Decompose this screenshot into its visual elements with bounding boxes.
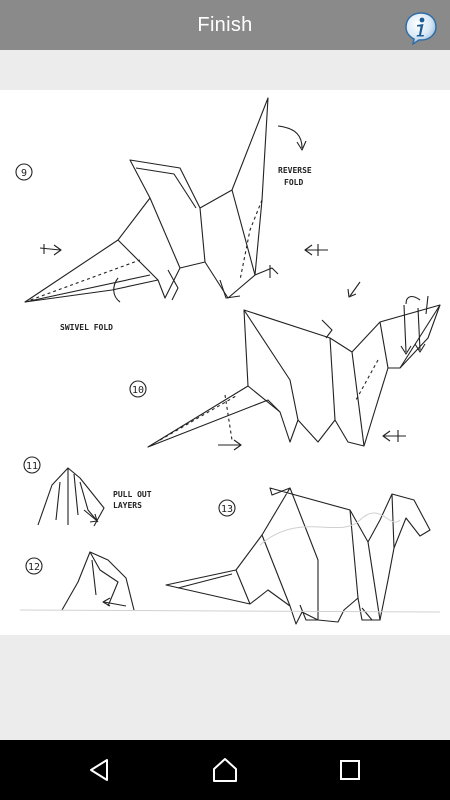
reverse-fold-label: FOLD — [284, 178, 303, 187]
back-triangle-icon — [90, 759, 108, 781]
back-button[interactable] — [85, 755, 115, 785]
info-button[interactable] — [404, 11, 438, 46]
home-button[interactable] — [210, 755, 240, 785]
step-13-figure — [165, 487, 431, 625]
step-number: 10 — [132, 385, 144, 396]
pull-out-label: PULL OUT — [113, 490, 152, 499]
recents-button[interactable] — [335, 755, 365, 785]
step-10-figure — [147, 295, 441, 448]
step-9-figure — [24, 97, 279, 303]
recents-square-icon — [340, 760, 360, 780]
content-area: 9 10 11 12 13 REVERSE FOLD SWIVEL FOLD P… — [0, 50, 450, 740]
step-number: 12 — [28, 562, 40, 573]
step-number: 9 — [21, 168, 27, 179]
dragon-folding-steps-illustration: 9 10 11 12 13 REVERSE FOLD SWIVEL FOLD P… — [15, 97, 441, 625]
info-icon — [405, 12, 437, 46]
swivel-fold-label: SWIVEL FOLD — [60, 323, 113, 332]
step-number: 13 — [221, 504, 233, 515]
page-title: Finish — [197, 14, 253, 36]
step-12-figure — [61, 551, 135, 611]
pull-out-label: LAYERS — [113, 501, 142, 510]
step-number: 11 — [26, 461, 38, 472]
reverse-fold-label: REVERSE — [278, 166, 312, 175]
home-icon — [213, 758, 237, 782]
fold-arrows — [39, 125, 426, 607]
app-bar: Finish — [0, 0, 450, 50]
step-11-figure — [37, 467, 105, 527]
origami-instruction-diagram: 9 10 11 12 13 REVERSE FOLD SWIVEL FOLD P… — [0, 90, 450, 635]
system-nav-bar — [0, 740, 450, 800]
